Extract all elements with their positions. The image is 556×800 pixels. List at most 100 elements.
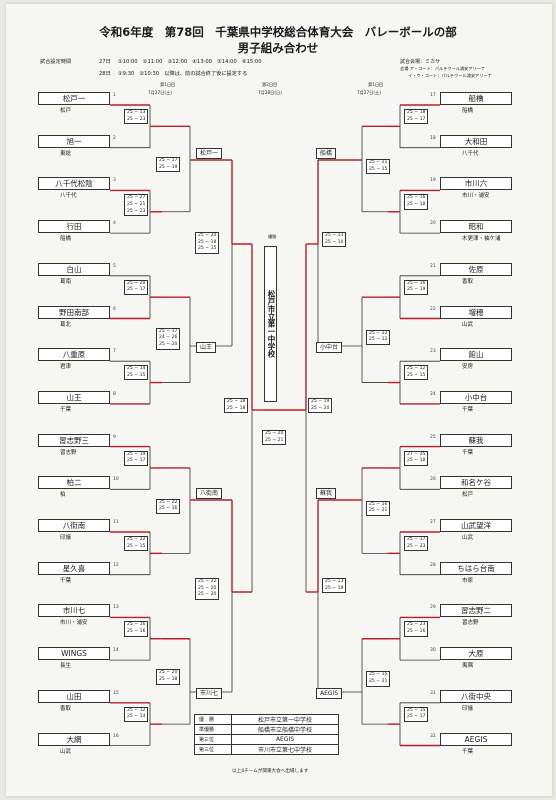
set-score: 25 − 18 bbox=[407, 201, 426, 207]
set-score: 25 − 21 bbox=[369, 508, 388, 514]
left-seed-7: 7 bbox=[113, 349, 116, 355]
set-score: 25 − 20 bbox=[265, 431, 284, 436]
page-title: 令和6年度 第78回 千葉県中学校総合体育大会 バレーボールの部 bbox=[99, 25, 457, 39]
right-team-school-16: 千葉 bbox=[462, 748, 474, 755]
schedule-day28-times: ①9:30 ②10:30 以降は、前の試合終了後に設定する bbox=[118, 71, 248, 77]
left-seed-10: 10 bbox=[113, 477, 119, 483]
right-team-10: 和名ケ谷 bbox=[440, 476, 512, 490]
right-team-13: 習志野二 bbox=[440, 604, 512, 618]
left-r2-winner-4: 市川七 bbox=[196, 688, 223, 699]
left-seed-11: 11 bbox=[113, 520, 119, 525]
left-seed-8: 8 bbox=[113, 391, 116, 397]
left-team-school-6: 葛北 bbox=[60, 321, 72, 328]
schedule-day28: 28日 bbox=[99, 71, 111, 77]
set-score: 25 − 18 bbox=[407, 110, 426, 115]
set-score: 25 − 27 bbox=[127, 195, 146, 201]
set-score: 25 − 12 bbox=[127, 707, 146, 713]
set-score: 25 − 22 bbox=[369, 330, 388, 336]
set-score: 25 − 16 bbox=[407, 628, 426, 634]
set-score: 25 − 22 bbox=[159, 499, 178, 505]
left-team-school-7: 君津 bbox=[60, 364, 72, 371]
set-score: 25 − 12 bbox=[407, 366, 426, 372]
right-seed-3: 19 bbox=[430, 178, 436, 184]
set-score: 25 − 17 bbox=[407, 537, 426, 542]
set-score: 25 − 18 bbox=[198, 239, 217, 245]
left-r2-winner-2: 山王 bbox=[196, 342, 217, 353]
left-team-school-12: 千葉 bbox=[60, 577, 72, 584]
right-team-school-8: 千葉 bbox=[462, 406, 474, 413]
left-seed-1: 1 bbox=[113, 93, 116, 98]
set-score: 25 − 17 bbox=[127, 458, 146, 464]
right-team-14: 大原 bbox=[440, 647, 512, 661]
left-seed-9: 9 bbox=[113, 434, 116, 440]
set-score: 25 − 13 bbox=[127, 110, 146, 115]
right-seed-6: 22 bbox=[430, 306, 436, 312]
set-score: 25 − 15 bbox=[369, 672, 388, 678]
right-team-school-13: 習志野 bbox=[462, 620, 479, 627]
set-score: 25 − 20 bbox=[311, 405, 330, 411]
right-team-school-15: 印旛 bbox=[462, 705, 474, 712]
set-score: 25 − 16 bbox=[127, 622, 146, 628]
result-team: 船橋市立船橋中学校 bbox=[231, 724, 339, 735]
schedule-day27: 27日 bbox=[99, 59, 111, 65]
left-seed-4: 4 bbox=[113, 221, 116, 227]
result-team: 市川市立第七中学校 bbox=[231, 744, 339, 755]
schedule-day27-times: ①10:00 ②11:00 ③12:00 ④13:00 ⑤14:00 ⑥15:0… bbox=[118, 59, 262, 65]
champion-name: 松戸市立第一中学校 bbox=[264, 246, 277, 402]
left-r2-winner-1: 松戸一 bbox=[196, 148, 223, 159]
result-place: 第三位 bbox=[194, 744, 232, 755]
left-seed-14: 14 bbox=[113, 648, 119, 654]
right-seed-10: 26 bbox=[430, 477, 436, 483]
left-team-school-4: 船橋 bbox=[60, 236, 72, 243]
set-score: 25 − 15 bbox=[407, 372, 426, 378]
left-team-4: 行田 bbox=[38, 220, 110, 234]
left-team-16: 大網 bbox=[38, 732, 110, 746]
results-row: 準優勝船橋市立船橋中学校 bbox=[194, 724, 339, 735]
right-team-2: 大和田 bbox=[440, 134, 512, 148]
right-seed-8: 24 bbox=[430, 391, 436, 397]
left-team-school-2: 東総 bbox=[60, 150, 72, 157]
set-score: 25 − 23 bbox=[407, 622, 426, 628]
right-r2-winner-4: AEGIS bbox=[316, 688, 343, 699]
left-team-12: 星久喜 bbox=[38, 561, 110, 575]
right-team-school-4: 木更津・袖ケ浦 bbox=[462, 236, 501, 243]
left-team-14: WINGS bbox=[38, 647, 110, 661]
set-score: 25 − 21 bbox=[369, 679, 388, 685]
set-score: 25 − 12 bbox=[369, 337, 388, 343]
right-team-9: 蘇我 bbox=[440, 433, 512, 447]
left-team-school-5: 葛南 bbox=[60, 278, 72, 285]
right-seed-9: 25 bbox=[430, 434, 436, 440]
set-score: 25 − 23 bbox=[127, 208, 146, 214]
right-seed-5: 21 bbox=[430, 263, 436, 269]
left-team-3: 八千代松陰 bbox=[38, 177, 110, 191]
date1-left: 7月27日(土) bbox=[148, 90, 172, 95]
left-team-school-11: 印旛 bbox=[60, 535, 72, 541]
result-team: 松戸市立第一中学校 bbox=[231, 714, 339, 725]
set-score: 25 − 17 bbox=[407, 116, 426, 122]
right-r2-winner-1: 船橋 bbox=[316, 148, 337, 159]
set-score: 25 − 18 bbox=[227, 399, 246, 404]
right-seed-4: 20 bbox=[430, 221, 436, 227]
set-score: 25 − 16 bbox=[407, 280, 426, 286]
right-team-16: AEGIS bbox=[440, 732, 512, 746]
right-seed-1: 17 bbox=[430, 93, 436, 98]
left-team-school-3: 八千代 bbox=[60, 193, 77, 200]
